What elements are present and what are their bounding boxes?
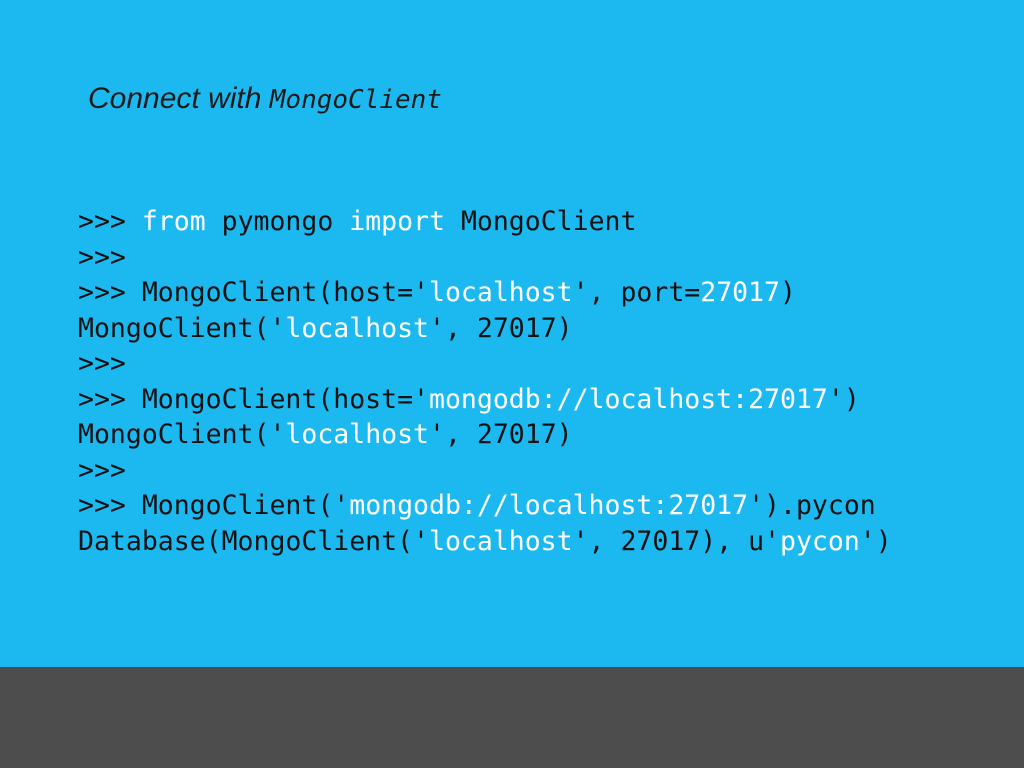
code-token-str: localhost (285, 312, 430, 344)
code-line: >>> from pymongo import MongoClient (78, 204, 892, 240)
code-token: ').pycon (748, 490, 876, 521)
code-token: >>> (78, 206, 142, 237)
code-line: >>> MongoClient(host='mongodb://localhos… (78, 382, 892, 418)
code-token: ') (827, 383, 860, 415)
code-token: >>> (78, 241, 126, 273)
code-token: >>> (78, 454, 126, 486)
slide-title: Connect with MongoClient (88, 82, 442, 116)
code-line: >>> (78, 453, 892, 489)
code-token: ') (859, 525, 892, 557)
code-token-kw: import (349, 206, 445, 237)
code-token: ) (780, 277, 796, 308)
code-line: MongoClient('localhost', 27017) (78, 311, 892, 347)
code-token: pymongo (205, 206, 350, 237)
code-token: >>> MongoClient(host=' (78, 277, 429, 308)
code-token: MongoClient(' (78, 419, 286, 450)
code-token-str: localhost (429, 277, 573, 308)
code-line: >>> MongoClient(host='localhost', port=2… (78, 275, 892, 311)
footer-band (0, 667, 1024, 768)
code-token: >>> MongoClient(host=' (78, 383, 429, 415)
code-token-str: localhost (429, 525, 573, 557)
code-line: >>> MongoClient('mongodb://localhost:270… (78, 488, 892, 524)
code-line: >>> (78, 240, 892, 276)
code-token-str: localhost (285, 419, 430, 450)
slide: Connect with MongoClient >>> from pymong… (0, 0, 1024, 667)
code-token: MongoClient (444, 206, 637, 237)
code-token-str: pycon (780, 525, 860, 557)
code-token: ', 27017) (429, 312, 573, 344)
code-token: >>> (78, 348, 126, 379)
code-line: >>> (78, 346, 892, 382)
slide-title-text: Connect with (88, 82, 270, 115)
slide-title-code: MongoClient (269, 85, 442, 115)
code-block: >>> from pymongo import MongoClient>>>>>… (78, 204, 892, 559)
code-token: >>> MongoClient(' (78, 490, 350, 521)
code-token-kw: from (141, 206, 206, 237)
code-token-str: mongodb://localhost:27017 (429, 383, 828, 415)
code-line: MongoClient('localhost', 27017) (78, 417, 892, 453)
code-token: ', 27017), u' (572, 525, 781, 557)
code-token: ', 27017) (429, 419, 573, 450)
code-token: MongoClient(' (78, 312, 286, 344)
code-token: Database(MongoClient(' (78, 525, 429, 557)
code-line: Database(MongoClient('localhost', 27017)… (78, 524, 892, 560)
code-token-num: 27017 (700, 277, 781, 308)
code-token: ', port= (572, 277, 701, 308)
code-token-str: mongodb://localhost:27017 (349, 490, 749, 521)
